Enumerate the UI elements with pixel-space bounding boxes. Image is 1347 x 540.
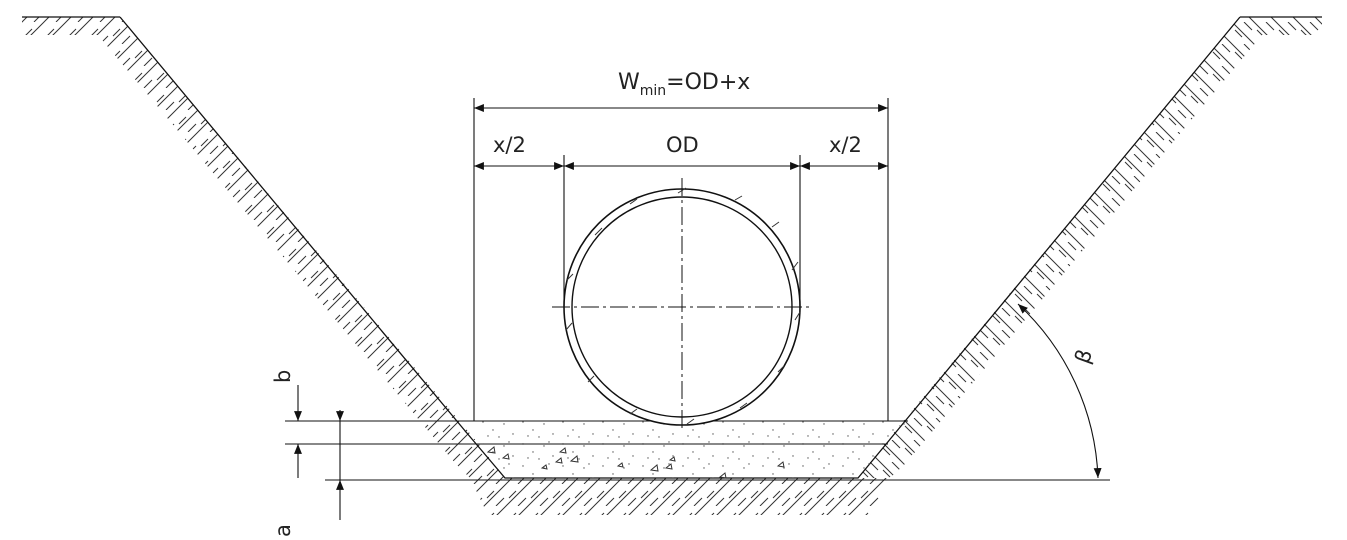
angle-beta bbox=[1017, 303, 1102, 479]
extension-lines bbox=[473, 98, 889, 421]
layer-a-label: a bbox=[271, 524, 295, 537]
soil-right-wall bbox=[858, 17, 1322, 478]
width-label: Wmin=OD+x bbox=[618, 70, 750, 99]
level-lines bbox=[285, 420, 1110, 481]
pipe bbox=[552, 178, 812, 430]
bedding-layer-lower bbox=[484, 444, 888, 479]
soil-left-wall bbox=[22, 17, 505, 478]
layer-b-label: b bbox=[271, 370, 295, 383]
half-clearance-left-label: x/2 bbox=[493, 133, 526, 157]
bedding-layer-upper bbox=[466, 421, 908, 444]
soil-floor bbox=[470, 478, 890, 515]
half-clearance-right-label: x/2 bbox=[829, 133, 862, 157]
layer-dimensions bbox=[294, 385, 344, 520]
angle-beta-label: β bbox=[1070, 346, 1097, 367]
outer-diameter-label: OD bbox=[666, 133, 699, 157]
